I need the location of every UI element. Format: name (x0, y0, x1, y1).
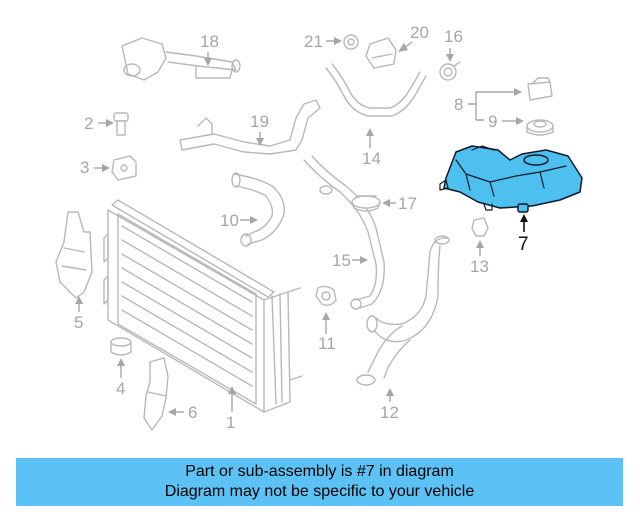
banner-line-2: Diagram may not be specific to your vehi… (164, 483, 475, 500)
callout-4: 4 (116, 358, 125, 398)
svg-text:2: 2 (84, 114, 93, 133)
svg-text:19: 19 (250, 112, 269, 131)
svg-text:10: 10 (220, 211, 239, 230)
callout-5: 5 (74, 296, 83, 332)
bolt (113, 112, 129, 136)
svg-text:16: 16 (444, 27, 463, 46)
callout-15: 15 (332, 251, 368, 270)
overflow-hose (325, 63, 427, 117)
svg-text:13: 13 (470, 257, 489, 276)
svg-text:1: 1 (226, 413, 235, 432)
svg-text:3: 3 (80, 158, 89, 177)
coolant-hose-12 (356, 235, 450, 386)
cap-20 (365, 37, 397, 69)
svg-text:18: 18 (200, 32, 219, 51)
coolant-pipe-19 (179, 99, 321, 155)
callout-12: 12 (380, 388, 399, 422)
expansion-tank (439, 145, 583, 213)
banner-line-1: Part or sub-assembly is #7 in diagram (185, 463, 454, 480)
svg-text:14: 14 (362, 149, 381, 168)
lower-deflector (143, 357, 169, 431)
svg-text:5: 5 (74, 313, 83, 332)
callout-17: 17 (382, 194, 417, 213)
svg-text:8: 8 (454, 95, 463, 114)
callout-8: 8 (454, 88, 522, 121)
bypass-pipe (303, 155, 385, 310)
parts-diagram: 1 2 3 4 5 6 7 8 9 10 11 12 (55, 23, 583, 432)
svg-text:15: 15 (332, 251, 351, 270)
callout-14: 14 (362, 128, 381, 168)
svg-text:6: 6 (188, 403, 197, 422)
svg-text:7: 7 (518, 234, 529, 255)
bushing (110, 337, 132, 356)
lower-hose (231, 172, 285, 247)
callout-2: 2 (84, 114, 114, 133)
callout-16: 16 (444, 27, 463, 62)
thermostat-housing (121, 37, 241, 81)
info-banner: Part or sub-assembly is #7 in diagram Di… (16, 458, 623, 506)
callout-10: 10 (220, 211, 258, 230)
hose-clamp-16 (439, 61, 461, 81)
radiator (103, 199, 303, 413)
cap-17 (351, 195, 381, 212)
callout-3: 3 (80, 158, 110, 177)
callout-18: 18 (200, 32, 219, 66)
callout-20: 20 (398, 23, 429, 52)
sensor (527, 77, 553, 101)
air-deflector (55, 211, 93, 299)
callout-19: 19 (250, 112, 269, 146)
callout-1: 1 (226, 386, 236, 432)
callout-9: 9 (488, 112, 524, 131)
callout-6: 6 (168, 403, 197, 422)
callout-21: 21 (304, 32, 342, 51)
svg-text:12: 12 (380, 403, 399, 422)
mount (111, 155, 137, 181)
hose-clamp-13 (471, 217, 489, 237)
svg-text:20: 20 (410, 23, 429, 42)
seal-ring (526, 119, 554, 136)
hose-clamp-21 (343, 34, 359, 50)
callout-13: 13 (470, 240, 489, 276)
svg-text:9: 9 (488, 112, 497, 131)
svg-text:4: 4 (116, 379, 125, 398)
hose-clamp-11 (315, 285, 337, 307)
svg-text:11: 11 (318, 334, 336, 353)
callout-7: 7 (518, 214, 529, 255)
svg-text:17: 17 (398, 194, 417, 213)
svg-text:21: 21 (304, 32, 323, 51)
callout-11: 11 (318, 312, 336, 353)
